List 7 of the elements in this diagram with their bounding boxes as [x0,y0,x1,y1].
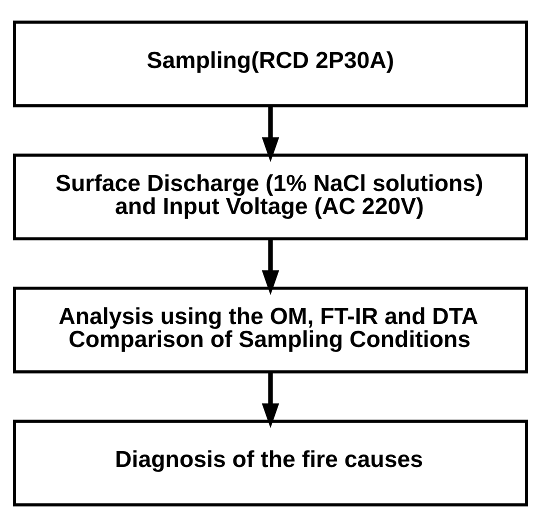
arrow [262,371,280,428]
node-box: Analysis using the OM, FT-IR and DTA Comparison of Sampling Conditions [12,286,528,373]
arrow [262,105,280,162]
node-box: Surface Discharge (1% NaCl solutions) and Input Voltage (AC 220V) [12,153,528,240]
arrow [262,238,280,295]
node-box: Sampling(RCD 2P30A) [12,20,528,107]
node-box: Diagnosis of the fire causes [12,419,528,506]
